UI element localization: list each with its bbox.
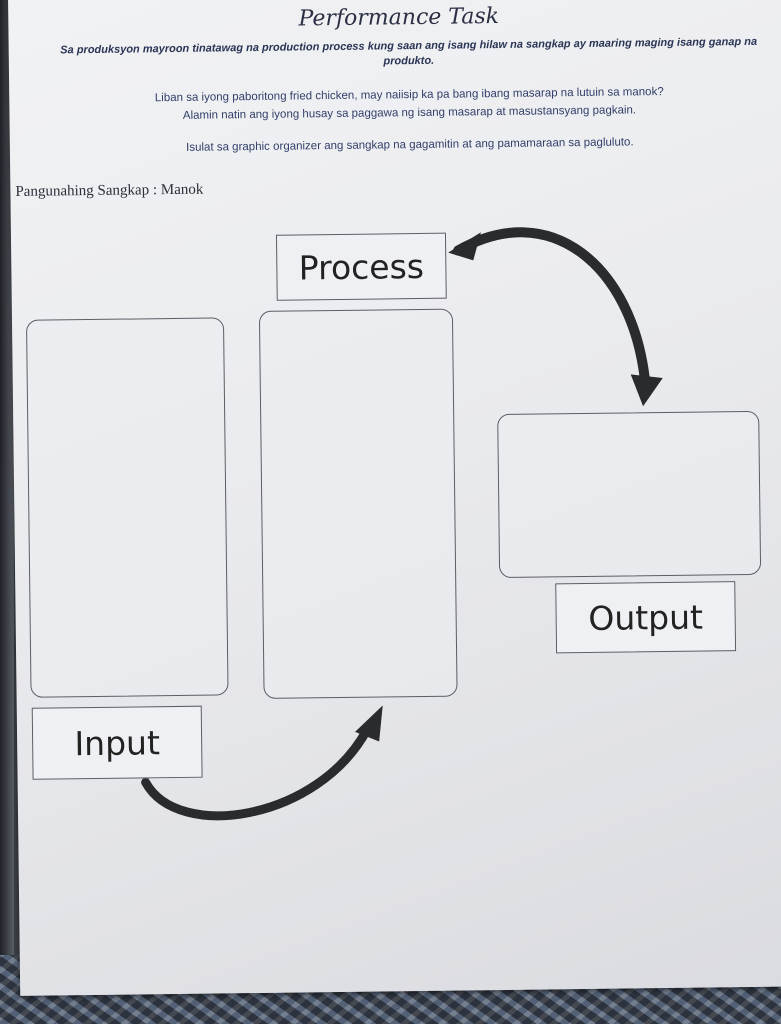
input-to-process-arrow: [141, 725, 372, 821]
output-box[interactable]: [497, 410, 762, 579]
input-label: Input: [31, 705, 203, 780]
input-to-process-arrowhead: [355, 705, 383, 742]
input-box[interactable]: [25, 317, 229, 698]
process-label: Process: [275, 232, 447, 301]
output-label: Output: [555, 581, 737, 654]
process-box[interactable]: [258, 308, 458, 699]
process-arrow-tail: [448, 232, 481, 261]
worksheet-page: Performance Task Sa produksyon mayroon t…: [8, 0, 781, 996]
process-to-output-arrow: [453, 227, 650, 384]
process-to-output-arrowhead: [630, 374, 663, 407]
flow-arrows: [141, 227, 663, 821]
